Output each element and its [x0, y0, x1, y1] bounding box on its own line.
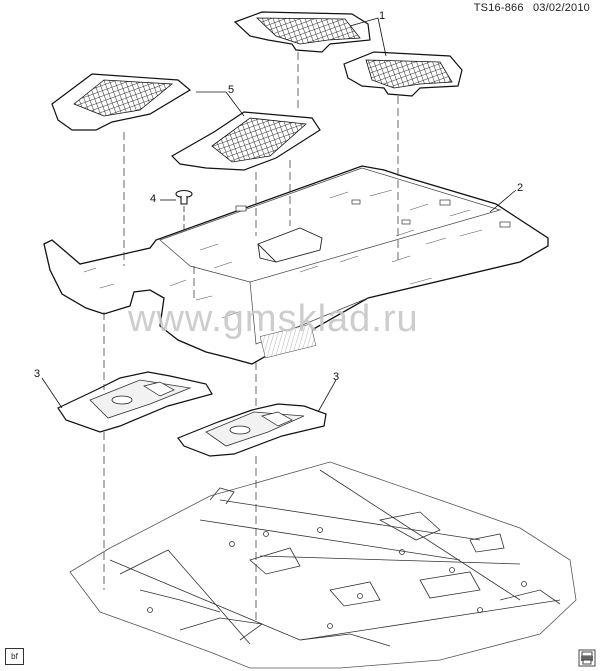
floor-insulator-left — [57, 371, 213, 433]
drawing-header: TS16-866 03/02/2010 — [474, 2, 590, 14]
floor-insulator-right — [177, 403, 327, 457]
front-floor-mat-right — [171, 111, 321, 171]
front-floor-mat-left — [51, 73, 192, 131]
callout-2: 2 — [517, 182, 524, 194]
callout-4: 4 — [150, 193, 157, 205]
alignment-lines — [103, 52, 399, 620]
callout-3-right: 3 — [333, 371, 340, 383]
drawing-date: 03/02/2010 — [532, 2, 590, 14]
callout-1: 1 — [379, 10, 386, 22]
rear-floor-mat-upper — [233, 11, 371, 53]
watermark: www.gmsklad.ru — [128, 298, 419, 340]
callout-5: 5 — [228, 84, 235, 96]
callout-leaders — [41, 17, 517, 413]
rear-floor-mat-lower — [343, 51, 463, 97]
retainer-clip — [175, 189, 193, 240]
print-icon[interactable] — [578, 649, 596, 667]
corner-tag: bf — [5, 648, 24, 665]
drawing-id: TS16-866 — [473, 2, 524, 14]
floor-carpet-assembly — [43, 165, 549, 365]
vehicle-floor-pan — [69, 461, 577, 669]
callout-3-left: 3 — [34, 368, 41, 380]
